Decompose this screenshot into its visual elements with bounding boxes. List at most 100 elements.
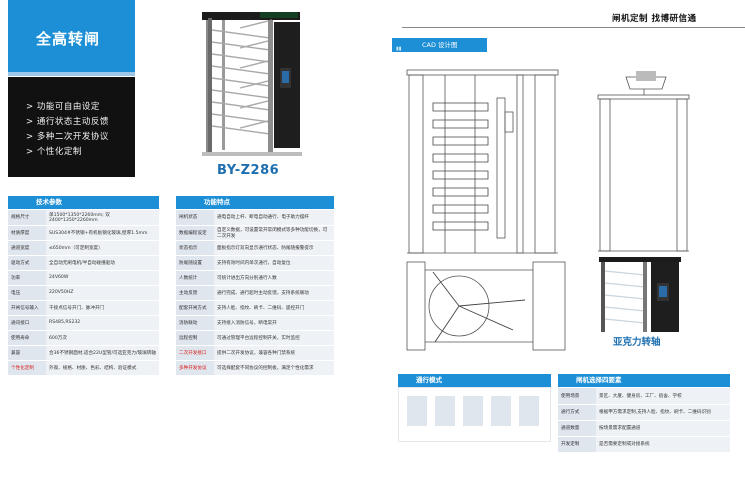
table-row: 兼容合36不锈钢面材,适合22U型管/可选亚克力/玻璃转轴 xyxy=(8,345,159,361)
passage-luggage-icon xyxy=(435,396,455,426)
cad-side-view xyxy=(597,71,690,252)
row-key: 人数统计 xyxy=(176,270,214,286)
row-value: 外观、规格、材质、色彩、结构、验证模式 xyxy=(46,360,159,376)
passage-wheelchair-icon xyxy=(491,396,511,426)
product-name: BY-Z286 xyxy=(217,163,280,178)
row-key: 通行方式 xyxy=(558,404,596,421)
title-strip xyxy=(8,72,135,76)
row-key: 功率 xyxy=(8,270,46,286)
passage-family-icon xyxy=(463,396,483,426)
table-row: 状态指示面板指示灯双向显示通行状态、防尾随报警提示 xyxy=(176,240,334,256)
func-title: 功能特点 xyxy=(204,198,230,206)
passage-group-icon xyxy=(519,396,539,426)
tag-logo-icon: ▮▮ xyxy=(396,46,402,52)
row-key: 通讯接口 xyxy=(8,315,46,331)
feature-item: > 功能可自由设定 xyxy=(26,102,100,112)
row-value: 通行完成、通行超时主动反馈，支持系统联动 xyxy=(214,285,334,301)
row-value: 600万次 xyxy=(46,330,159,346)
feature-item: > 通行状态主动反馈 xyxy=(26,117,109,127)
row-key: 使用场景 xyxy=(558,388,596,405)
row-key: 主动反馈 xyxy=(176,285,214,301)
row-value: ≤650mm（可定制宽度） xyxy=(46,240,159,256)
cad-top-view xyxy=(406,261,566,351)
row-value: 是否需要定制或对接系统 xyxy=(596,436,730,453)
row-key: 远程控制 xyxy=(176,330,214,346)
table-row: 数据编程设定自定义数据，可设置常开常闭模式等多种功能切换，可二次开发 xyxy=(176,225,334,241)
passage-header: 通行模式 xyxy=(398,374,551,387)
table-row: 规格尺寸单1500*1350*2260mm; 双2400*1350*2260mm xyxy=(8,210,159,226)
row-key: 防尾随设置 xyxy=(176,255,214,271)
table-row: 消防联动支持接入消防信号，断电常开 xyxy=(176,315,334,331)
cad-label: CAD 设计图 xyxy=(422,41,458,49)
table-row: 开闸信号输入干接点信号开门、脉冲开门 xyxy=(8,300,159,316)
row-key: 状态指示 xyxy=(176,240,214,256)
row-key: 驱动方式 xyxy=(8,255,46,271)
row-value: 220V50HZ xyxy=(46,285,159,301)
table-row: 使用场景景区、大厦、健身房、工厂、宿舍、学校 xyxy=(558,388,730,405)
acrylic-turnstile-photo xyxy=(599,257,681,332)
row-value: 提供二次开发协议，兼容各种门禁系统 xyxy=(214,345,334,361)
row-key: 兼容 xyxy=(8,345,46,361)
table-row: 通行方式根据甲方需求定制,支持人脸、指纹、刷卡、二维码识别 xyxy=(558,404,730,421)
select-title: 闸机选择四要素 xyxy=(576,376,622,384)
row-value: 自定义数据，可设置常开常闭模式等多种功能切换，可二次开发 xyxy=(214,225,334,241)
table-row: 主动反馈通行完成、通行超时主动反馈，支持系统联动 xyxy=(176,285,334,301)
turnstile-photo xyxy=(202,12,302,156)
row-key: 配套开闸方式 xyxy=(176,300,214,316)
row-value: 支持人脸、指纹、刷卡、二维码、遥控开门 xyxy=(214,300,334,316)
table-row: 远程控制可通过管理平台远程控制开关，实时监控 xyxy=(176,330,334,346)
feature-item: > 多种二次开发协议 xyxy=(26,132,109,142)
row-value: 景区、大厦、健身房、工厂、宿舍、学校 xyxy=(596,388,730,405)
row-key: 二次开发接口 xyxy=(176,345,214,361)
row-value: 按场景需求配置通道 xyxy=(596,420,730,437)
select-header: 闸机选择四要素 xyxy=(558,374,730,387)
row-value: 单1500*1350*2260mm; 双2400*1350*2260mm xyxy=(46,210,159,226)
passage-panel xyxy=(398,387,551,442)
row-value: 可选择配套不同协议的控制板，满足个性化需求 xyxy=(214,360,334,376)
row-key: 数据编程设定 xyxy=(176,225,214,241)
row-value: 干接点信号开门、脉冲开门 xyxy=(46,300,159,316)
row-key: 电压 xyxy=(8,285,46,301)
passage-person-icon xyxy=(407,396,427,426)
func-header: 功能特点 xyxy=(176,196,334,209)
func-table: 闸机状态通电自动上杆、断电自动通行、电子助力摆杆数据编程设定自定义数据，可设置常… xyxy=(176,210,334,376)
table-row: 配套开闸方式支持人脸、指纹、刷卡、二维码、遥控开门 xyxy=(176,300,334,316)
row-key: 通道宽度 xyxy=(8,240,46,256)
row-value: 支持有效时间内单次通行，自动复位 xyxy=(214,255,334,271)
cad-front-view xyxy=(406,69,559,254)
select-table: 使用场景景区、大厦、健身房、工厂、宿舍、学校通行方式根据甲方需求定制,支持人脸、… xyxy=(558,388,730,453)
row-value: 通电自动上杆、断电自动通行、电子助力摆杆 xyxy=(214,210,334,226)
row-value: 可统计进出方向分别通行人数 xyxy=(214,270,334,286)
row-value: SUS304#不锈钢+有机板钢化玻璃,壁厚1.5mm xyxy=(46,225,159,241)
row-key: 材质厚度 xyxy=(8,225,46,241)
page-title: 全高转闸 xyxy=(36,30,101,48)
tech-title: 技术参数 xyxy=(36,198,62,206)
row-value: 全自动无刷电机/半自动碰撞驱动 xyxy=(46,255,159,271)
row-value: 24V60W xyxy=(46,270,159,286)
tech-header: 技术参数 xyxy=(8,196,159,209)
passage-title: 通行模式 xyxy=(416,376,442,384)
row-key: 个性化定制 xyxy=(8,360,46,376)
title-banner: 全高转闸 xyxy=(8,0,135,72)
tech-table: 规格尺寸单1500*1350*2260mm; 双2400*1350*2260mm… xyxy=(8,210,159,376)
header-rule xyxy=(402,27,745,28)
feature-panel: > 功能可自由设定 > 通行状态主动反馈 > 多种二次开发协议 > 个性化定制 xyxy=(8,77,135,177)
row-key: 消防联动 xyxy=(176,315,214,331)
table-row: 通道数量按场景需求配置通道 xyxy=(558,420,730,437)
row-key: 多种开发协议 xyxy=(176,360,214,376)
table-row: 人数统计可统计进出方向分别通行人数 xyxy=(176,270,334,286)
table-row: 防尾随设置支持有效时间内单次通行，自动复位 xyxy=(176,255,334,271)
row-value: 可通过管理平台远程控制开关，实时监控 xyxy=(214,330,334,346)
row-key: 开发定制 xyxy=(558,436,596,453)
table-row: 开发定制是否需要定制或对接系统 xyxy=(558,436,730,453)
row-value: 支持接入消防信号，断电常开 xyxy=(214,315,334,331)
cad-section-tag: ▮▮ CAD 设计图 xyxy=(392,38,487,52)
table-row: 个性化定制外观、规格、材质、色彩、结构、验证模式 xyxy=(8,360,159,376)
row-key: 通道数量 xyxy=(558,420,596,437)
